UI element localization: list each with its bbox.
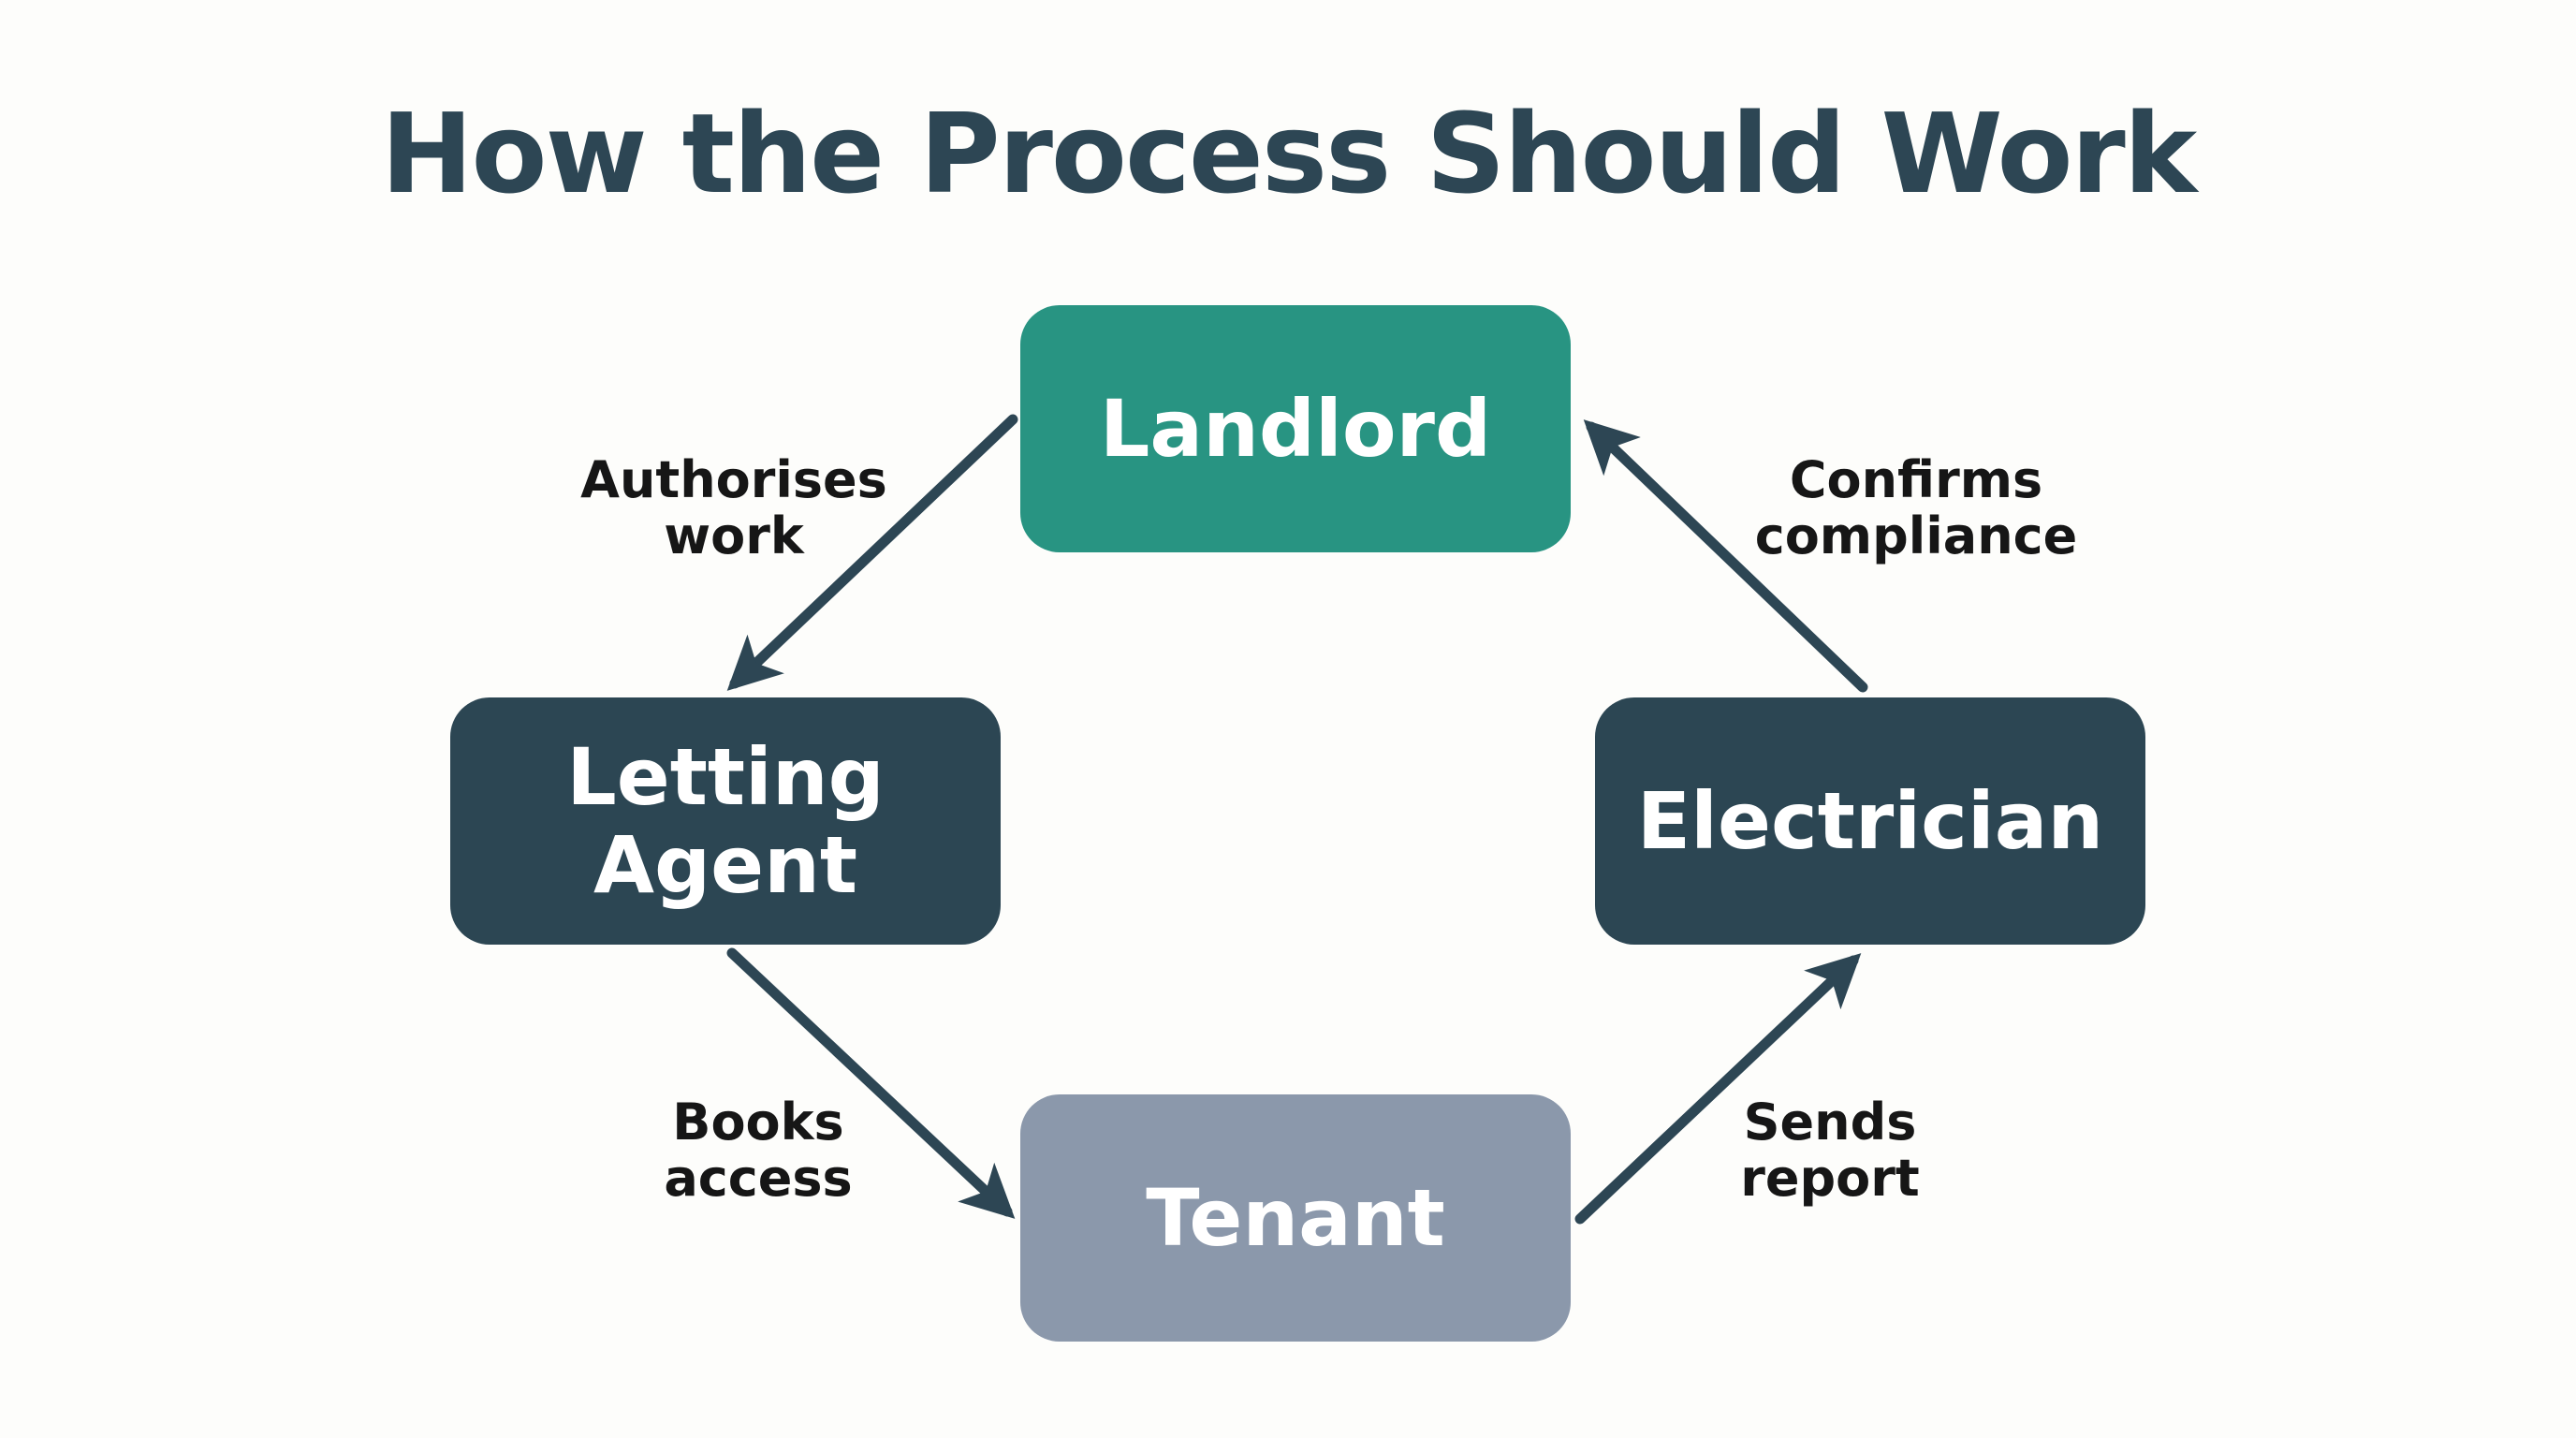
node-letting-agent-label-line1: Letting	[566, 730, 885, 823]
node-letting-agent: Letting Agent	[450, 697, 1001, 945]
edge-label-books-access: Books access	[664, 1093, 853, 1209]
edge-label-sends-report: Sends report	[1740, 1093, 1920, 1209]
edge-label-confirms-compliance: Confirms compliance	[1754, 450, 2078, 566]
edge-label-authorises-work: Authorises work	[580, 450, 887, 566]
node-tenant: Tenant	[1020, 1094, 1571, 1342]
node-electrician: Electrician	[1595, 697, 2145, 945]
node-landlord: Landlord	[1020, 305, 1571, 552]
node-letting-agent-label-line2: Agent	[593, 819, 858, 911]
node-tenant-label: Tenant	[1146, 1171, 1445, 1264]
node-landlord-label: Landlord	[1099, 382, 1492, 475]
node-electrician-label: Electrician	[1636, 774, 2104, 867]
page-title: How the Process Should Work	[380, 89, 2197, 218]
